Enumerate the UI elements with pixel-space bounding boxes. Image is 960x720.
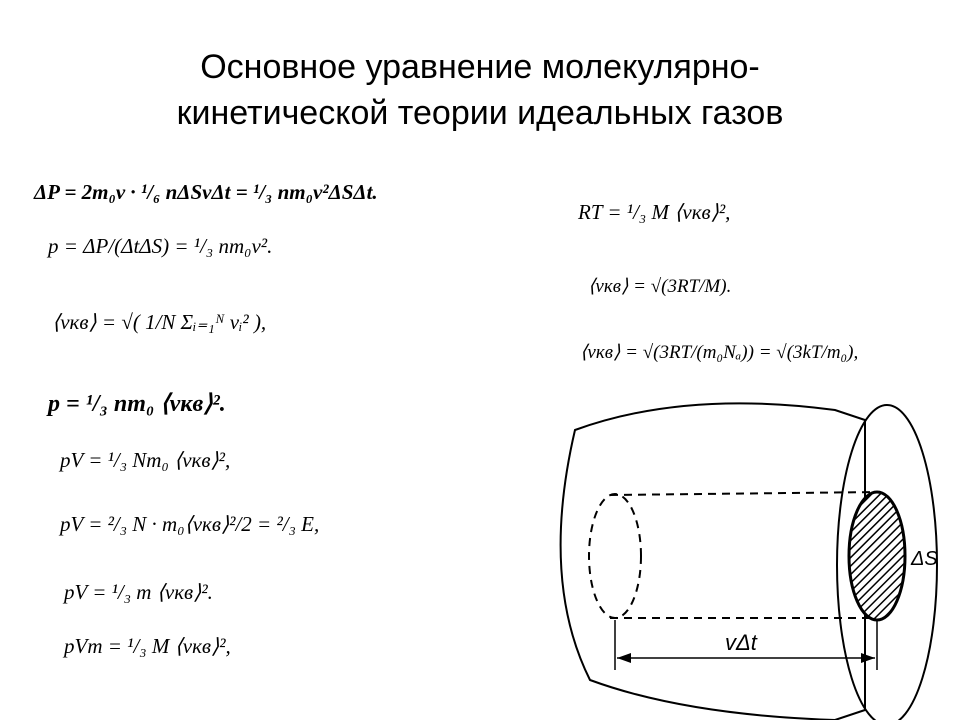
title-line-1: Основное уравнение молекулярно- (200, 48, 760, 86)
equation-pressure: p = ΔP/(ΔtΔS) = ¹/₃ nm₀v². (48, 234, 273, 258)
cylinder-top-edge (609, 491, 881, 496)
equation-pv-mass: pV = ¹/₃ m ⟨vкв⟩². (64, 580, 213, 604)
dimension-arrow-right (861, 653, 875, 663)
equation-pv-n: pV = ¹/₃ Nm₀ ⟨vкв⟩², (60, 448, 231, 472)
area-label: ΔS (910, 548, 938, 570)
title-line-2: кинетической теории идеальных газов (176, 94, 784, 132)
vessel-end-ellipse (836, 404, 938, 720)
equation-pv-energy: pV = ²/₃ N · m₀⟨vкв⟩²/2 = ²/₃ E, (60, 512, 320, 536)
equation-rms-velocity-rt: ⟨vкв⟩ = √(3RT/M). (588, 276, 732, 297)
cylinder-left-end (588, 493, 642, 619)
dimension-arrow-left (617, 653, 631, 663)
gas-cylinder-figure: ΔS vΔt (559, 402, 938, 720)
equation-pv-molar: pVm = ¹/₃ M ⟨vкв⟩², (64, 634, 231, 658)
equation-rms-velocity-definition: ⟨vкв⟩ = √( 1/N Σᵢ₌₁ᴺ vᵢ² ), (52, 310, 267, 334)
slide-title: Основное уравнение молекулярно- кинетиче… (60, 44, 900, 136)
equation-momentum-change: ΔP = 2m₀v · ¹/₆ nΔSvΔt = ¹/₃ nm₀v²ΔSΔt. (34, 180, 378, 204)
equation-rms-velocity-kt: ⟨vкв⟩ = √(3RT/(m₀Nₐ)) = √(3kT/m₀), (580, 342, 859, 363)
area-delta-s (847, 490, 907, 622)
vessel-outline (559, 402, 866, 720)
equation-mkt-basic: p = ¹/₃ nm₀ ⟨vкв⟩². (48, 391, 226, 417)
equation-rt-molar: RT = ¹/₃ M ⟨vкв⟩², (578, 200, 731, 224)
length-label: vΔt (725, 630, 758, 655)
